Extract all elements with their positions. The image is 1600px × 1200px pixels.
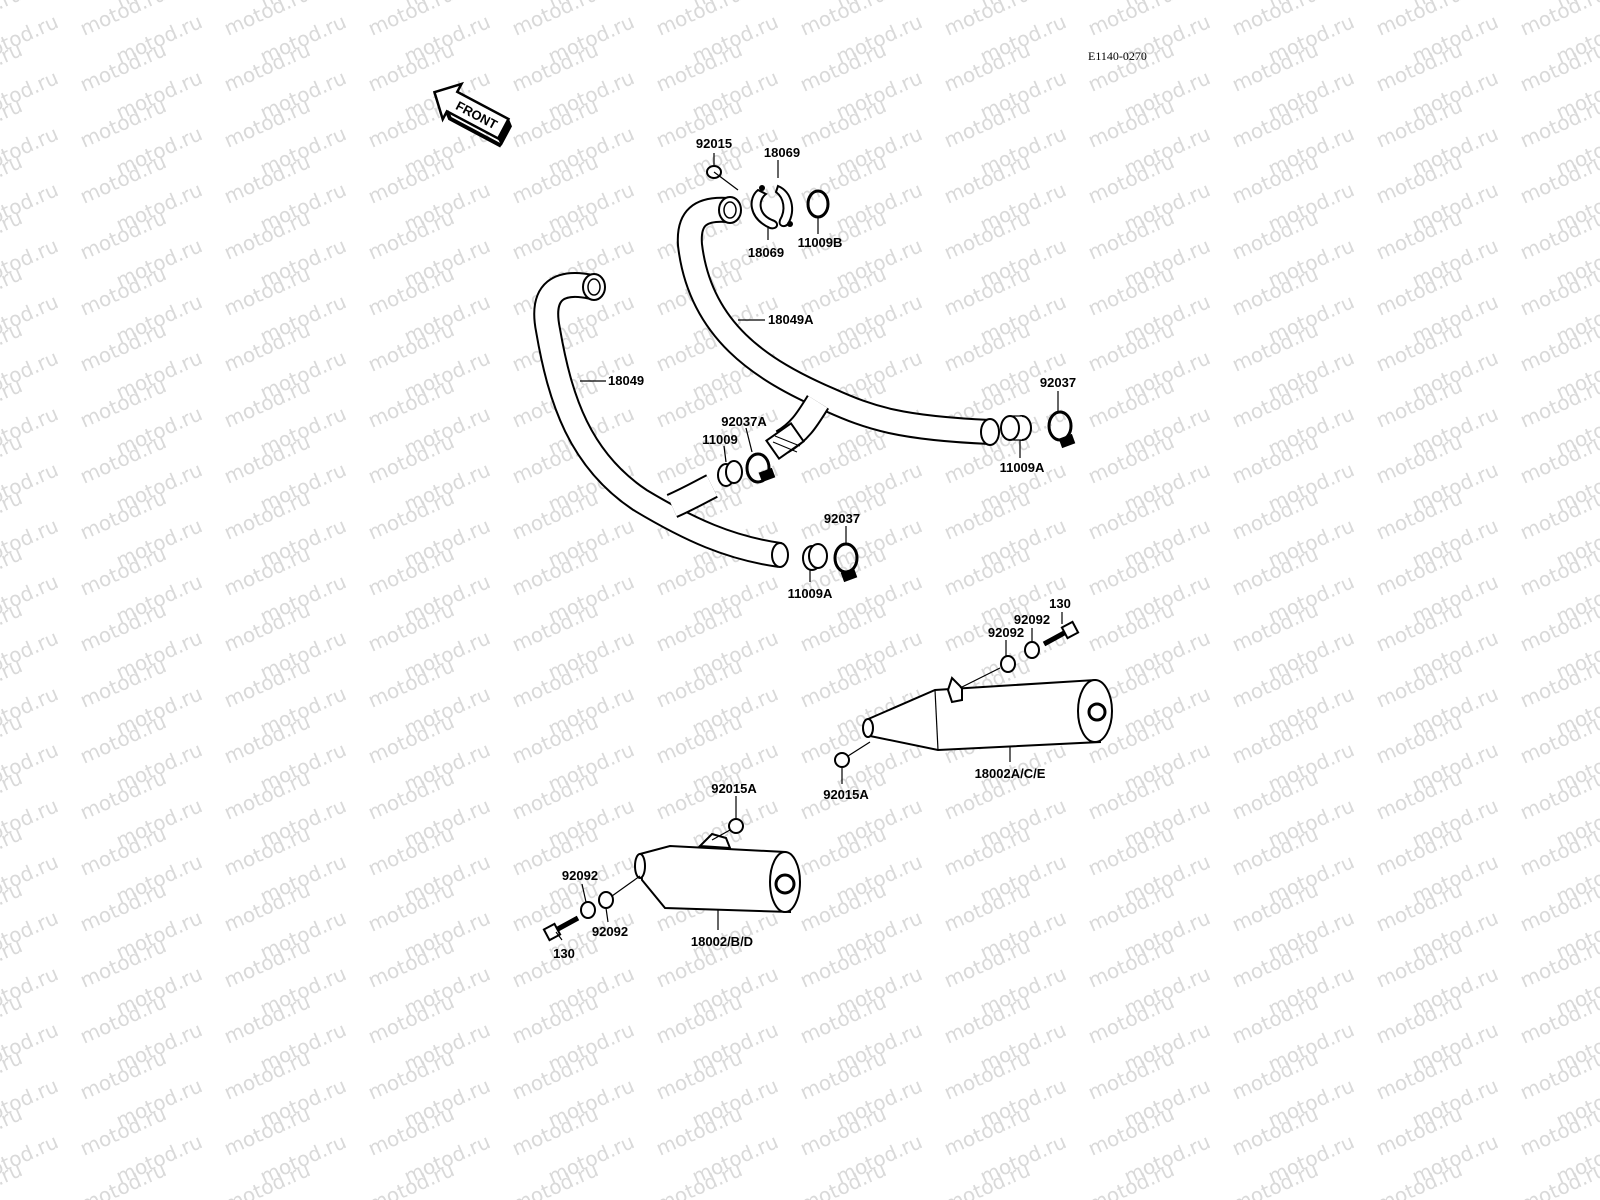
label-11009: 11009 (702, 432, 737, 447)
part-18069-flange (750, 184, 794, 230)
part-92037A-clamp (745, 452, 776, 484)
label-18049A: 18049A (768, 312, 814, 327)
label-18002ACE: 18002A/C/E (975, 766, 1046, 781)
part-92092-washer-left-b (598, 891, 614, 909)
label-92015: 92015 (696, 136, 732, 151)
part-92092-washer-right-b (1024, 641, 1040, 659)
part-130-bolt-left (542, 915, 580, 942)
part-11009A-gasket-right (1000, 415, 1032, 441)
label-11009A-lower: 11009A (788, 586, 833, 601)
muffler-18002BD (634, 832, 801, 914)
label-92037-lower: 92037 (824, 511, 860, 526)
part-92092-washer-right-a (1000, 655, 1016, 673)
label-92092-right-b: 92092 (988, 625, 1024, 640)
part-130-bolt-right (1042, 620, 1080, 647)
diagram-code: E1140-0270 (1088, 49, 1147, 63)
label-18069-top: 18069 (764, 145, 800, 160)
label-92092-right-a: 92092 (1014, 612, 1050, 627)
part-labels: 92015 18069 18069 11009B 18049A 18049 92… (553, 136, 1076, 961)
leader-lines (555, 153, 1063, 941)
part-92015-nut (706, 165, 739, 191)
label-92015A-right: 92015A (823, 787, 869, 802)
label-130-right: 130 (1049, 596, 1071, 611)
label-130-left: 130 (553, 946, 575, 961)
exhaust-pipe-18049A (676, 196, 1000, 461)
label-18069-bottom: 18069 (748, 245, 784, 260)
label-18049: 18049 (608, 373, 644, 388)
part-11009-gasket (717, 460, 743, 487)
part-11009A-gasket-lower (802, 543, 828, 571)
part-92015A-nut-right (834, 741, 871, 768)
label-92015A-left: 92015A (711, 781, 757, 796)
label-92092-left-b: 92092 (592, 924, 628, 939)
part-11009B-gasket (806, 189, 830, 219)
label-18002BD: 18002/B/D (691, 934, 753, 949)
part-92037-clamp-right (1047, 410, 1076, 449)
label-11009B: 11009B (798, 235, 843, 250)
label-92092-left-a: 92092 (562, 868, 598, 883)
label-92037A: 92037A (721, 414, 767, 429)
label-11009A-right: 11009A (1000, 460, 1045, 475)
front-arrow-icon: FRONT (432, 81, 512, 148)
label-92037-right: 92037 (1040, 375, 1076, 390)
muffler-18002ACE (862, 676, 1113, 752)
part-92092-washer-left-a (580, 901, 596, 919)
exhaust-pipe-18049 (533, 271, 789, 568)
